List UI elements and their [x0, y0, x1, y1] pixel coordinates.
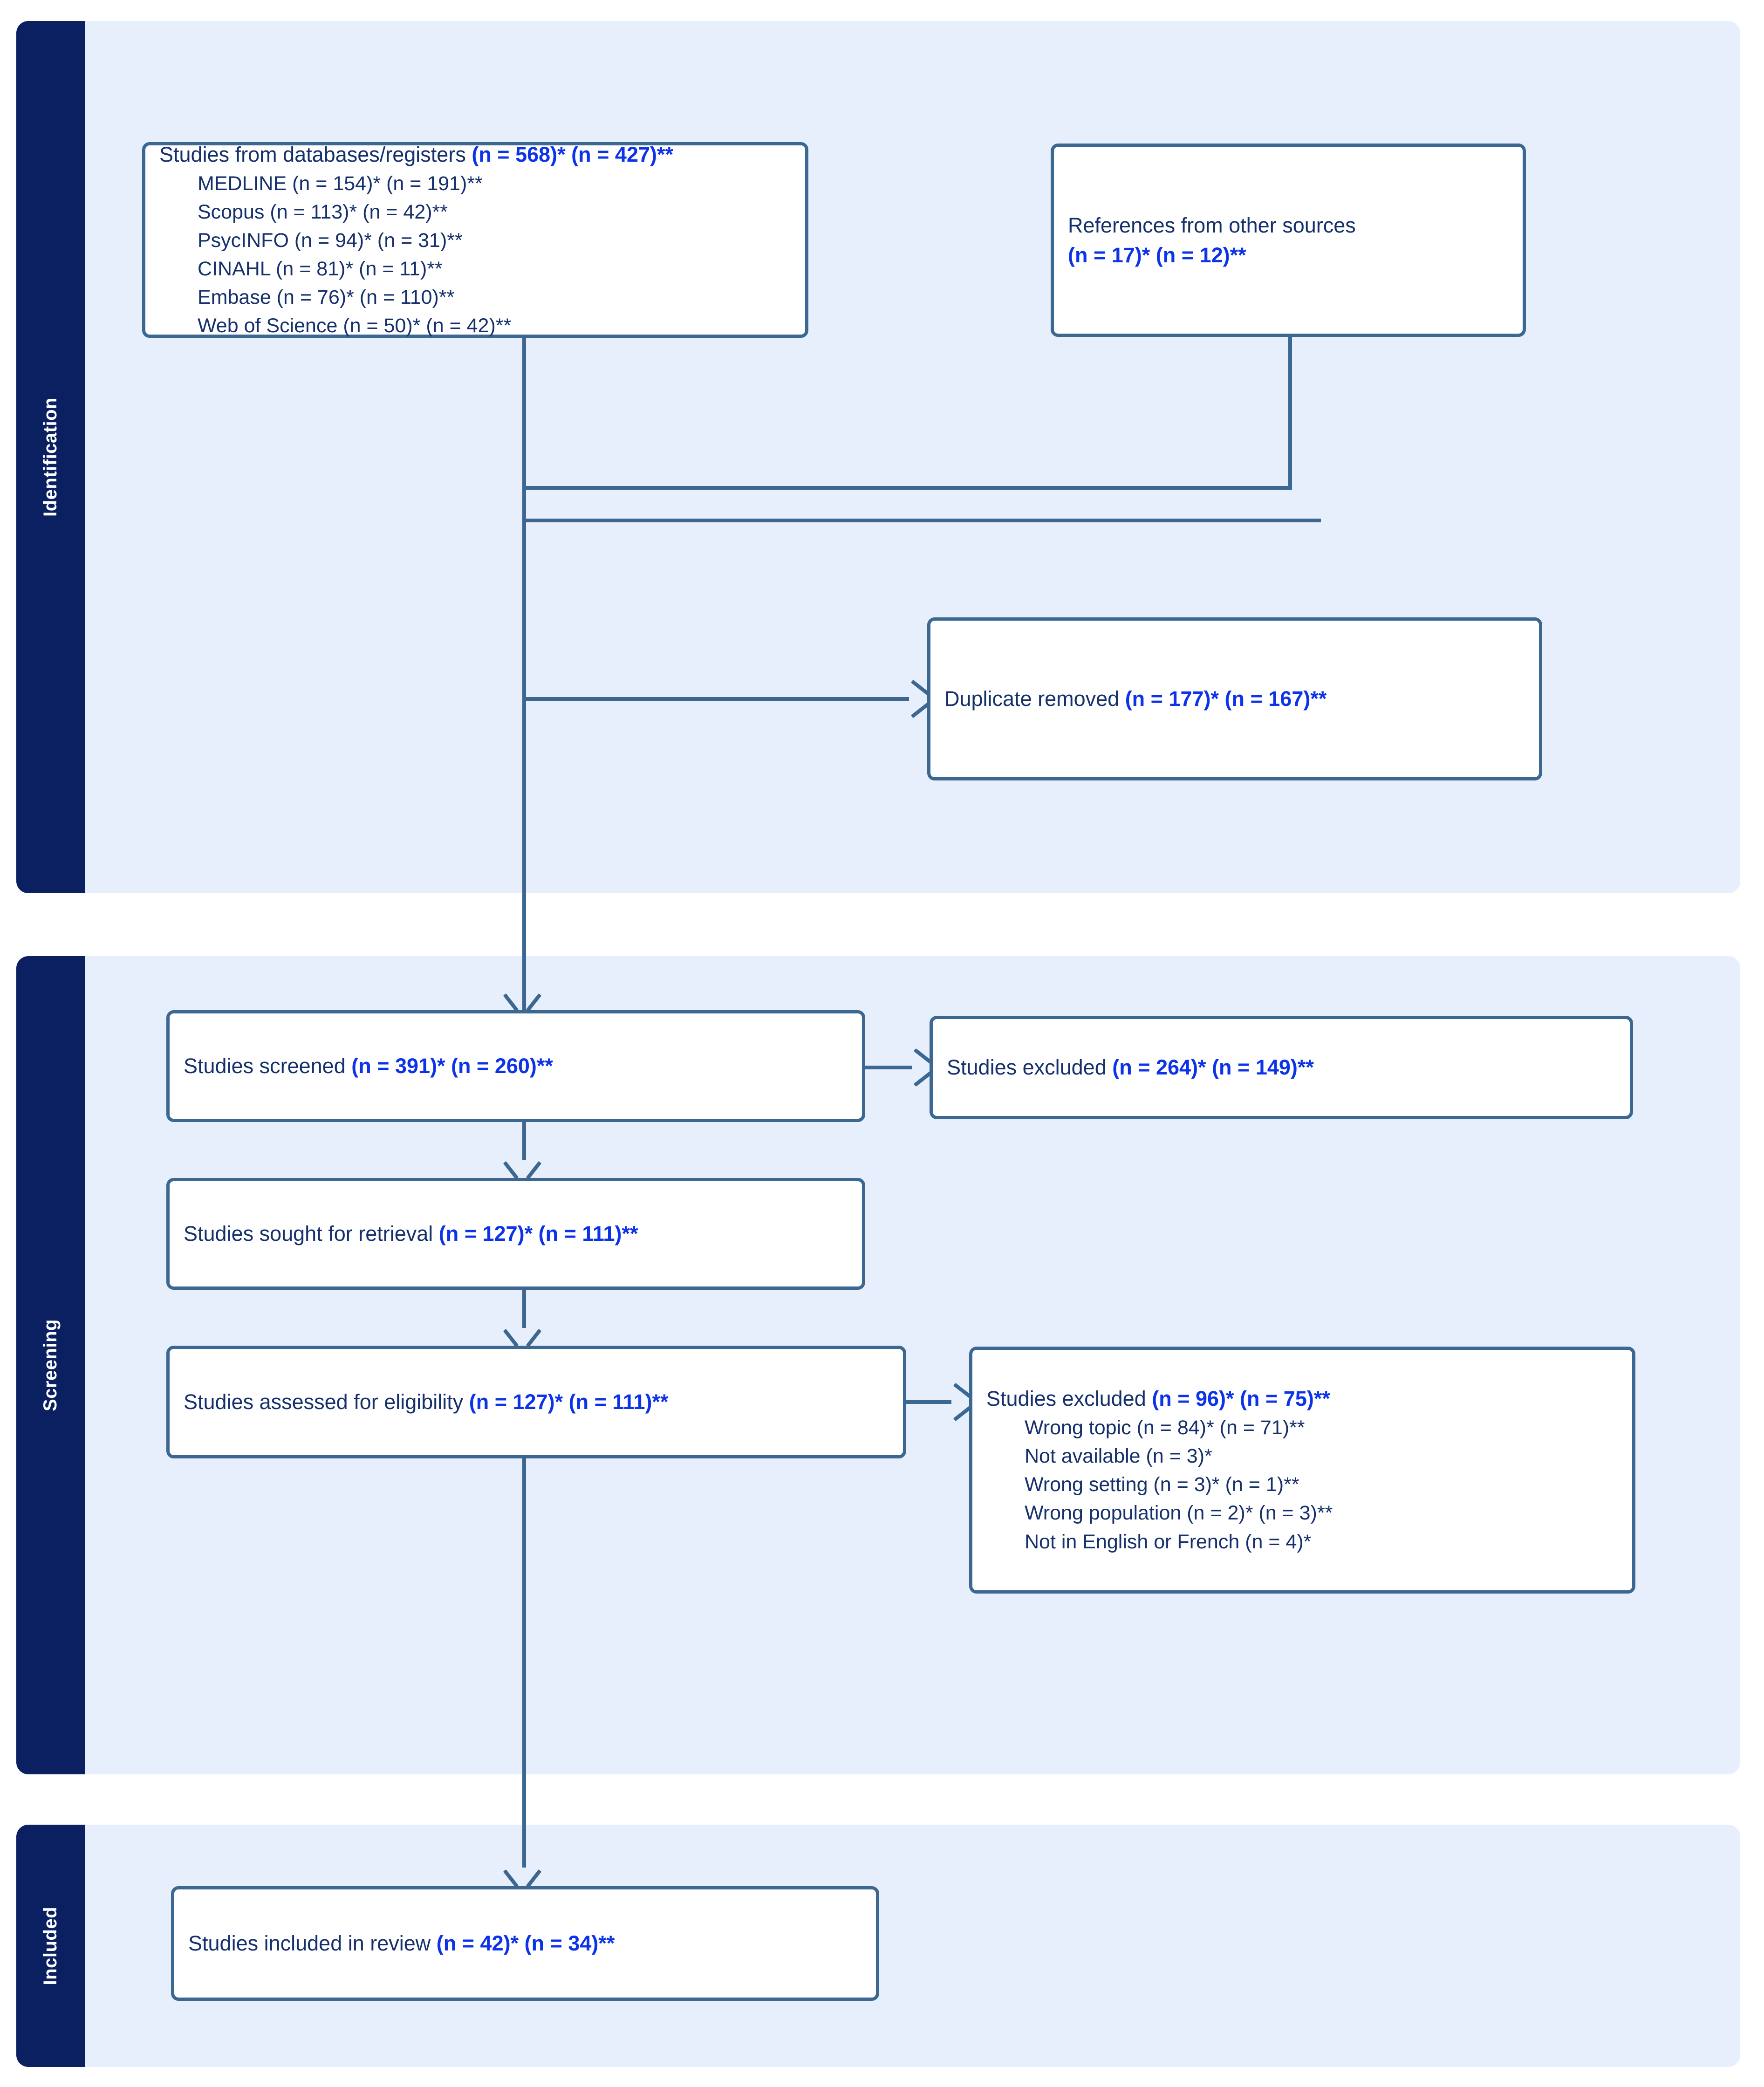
- arrowhead-to-excluded-eligibility: [951, 1382, 972, 1422]
- databases-source-scopus: Scopus (n = 113)* (n = 42)**: [198, 200, 448, 223]
- screened-count: (n = 391)* (n = 260)**: [351, 1054, 553, 1078]
- excluded-reason-wrong-population: Wrong population (n = 2)* (n = 3)**: [1025, 1502, 1333, 1525]
- excluded-reason-wrong-setting: Wrong setting (n = 3)* (n = 1)**: [1025, 1473, 1299, 1496]
- excluded-reason-wrong-topic: Wrong topic (n = 84)* (n = 71)**: [1025, 1416, 1305, 1439]
- box-studies-included-in-review: Studies included in review (n = 42)* (n …: [171, 1886, 879, 2001]
- databases-source-psycinfo: PsycINFO (n = 94)* (n = 31)**: [198, 229, 463, 252]
- connector-eligibility-to-excluded: [906, 1400, 951, 1404]
- screened-line: Studies screened (n = 391)* (n = 260)**: [184, 1051, 848, 1081]
- retrieval-line: Studies sought for retrieval (n = 127)* …: [184, 1219, 848, 1249]
- excluded-reason-not-available: Not available (n = 3)*: [1025, 1445, 1212, 1468]
- excluded-eligibility-heading-label: Studies excluded: [986, 1387, 1152, 1411]
- duplicates-line: Duplicate removed (n = 177)* (n = 167)**: [944, 684, 1525, 714]
- databases-source-embase: Embase (n = 76)* (n = 110)**: [198, 286, 455, 308]
- included-label: Studies included in review: [188, 1931, 437, 1956]
- stage-tab-screening: Screening: [16, 956, 85, 1774]
- eligibility-line: Studies assessed for eligibility (n = 12…: [184, 1387, 889, 1417]
- box-studies-excluded-screening: Studies excluded (n = 264)* (n = 149)**: [930, 1016, 1633, 1119]
- connector-screened-to-retrieval: [522, 1122, 526, 1160]
- box-duplicate-removed: Duplicate removed (n = 177)* (n = 167)**: [927, 617, 1542, 780]
- databases-heading: Studies from databases/registers (n = 56…: [159, 140, 791, 170]
- databases-source-web-of-science: Web of Science (n = 50)* (n = 42)**: [198, 315, 512, 337]
- excluded-eligibility-heading-count: (n = 96)* (n = 75)**: [1152, 1387, 1330, 1411]
- eligibility-count: (n = 127)* (n = 111)**: [469, 1390, 669, 1414]
- stage-label-identification: Identification: [40, 397, 61, 517]
- excluded-screening-count: (n = 264)* (n = 149)**: [1112, 1055, 1314, 1080]
- stage-label-screening: Screening: [40, 1319, 61, 1411]
- connector-eligibility-to-included: [522, 1458, 526, 1868]
- retrieval-count: (n = 127)* (n = 111)**: [438, 1222, 638, 1246]
- arrowhead-to-retrieval: [503, 1159, 542, 1180]
- arrowhead-to-screened: [503, 992, 542, 1012]
- databases-source-medline: MEDLINE (n = 154)* (n = 191)**: [198, 172, 483, 195]
- connector-merge-upper: [522, 486, 1292, 490]
- screened-label: Studies screened: [184, 1054, 352, 1078]
- duplicates-label: Duplicate removed: [944, 687, 1125, 711]
- connector-databases-down: [522, 338, 526, 520]
- connector-main-spine: [522, 486, 526, 1010]
- connector-merge-lower: [522, 519, 1321, 522]
- connector-to-duplicates: [522, 697, 909, 701]
- references-label: References from other sources: [1068, 213, 1356, 237]
- excluded-screening-line: Studies excluded (n = 264)* (n = 149)**: [947, 1053, 1616, 1082]
- excluded-reason-language: Not in English or French (n = 4)*: [1025, 1530, 1312, 1553]
- eligibility-label: Studies assessed for eligibility: [184, 1390, 469, 1414]
- connector-screened-to-excluded: [865, 1066, 912, 1069]
- databases-heading-count: (n = 568)* (n = 427)**: [472, 142, 674, 166]
- connector-references-down: [1288, 337, 1292, 490]
- included-count: (n = 42)* (n = 34)**: [436, 1931, 615, 1956]
- stage-label-included: Included: [40, 1906, 61, 1985]
- arrowhead-to-eligibility: [503, 1327, 542, 1348]
- arrowhead-to-excluded-screening: [912, 1048, 932, 1087]
- included-line: Studies included in review (n = 42)* (n …: [188, 1929, 862, 1958]
- databases-source-cinahl: CINAHL (n = 81)* (n = 11)**: [198, 257, 443, 280]
- arrowhead-to-duplicates: [909, 679, 930, 718]
- retrieval-label: Studies sought for retrieval: [184, 1222, 439, 1246]
- stage-tab-identification: Identification: [16, 21, 85, 893]
- stage-tab-included: Included: [16, 1825, 85, 2067]
- databases-heading-label: Studies from databases/registers: [159, 142, 472, 166]
- excluded-screening-label: Studies excluded: [947, 1055, 1113, 1080]
- box-references-other-sources: References from other sources (n = 17)* …: [1051, 144, 1526, 337]
- connector-retrieval-to-eligibility: [522, 1290, 526, 1328]
- box-studies-assessed-for-eligibility: Studies assessed for eligibility (n = 12…: [166, 1346, 906, 1458]
- box-studies-sought-for-retrieval: Studies sought for retrieval (n = 127)* …: [166, 1178, 865, 1290]
- box-studies-from-databases: Studies from databases/registers (n = 56…: [142, 142, 808, 338]
- box-studies-screened: Studies screened (n = 391)* (n = 260)**: [166, 1010, 865, 1122]
- duplicates-count: (n = 177)* (n = 167)**: [1125, 687, 1327, 711]
- box-studies-excluded-eligibility: Studies excluded (n = 96)* (n = 75)** Wr…: [969, 1347, 1635, 1594]
- references-count: (n = 17)* (n = 12)**: [1068, 243, 1246, 267]
- arrowhead-to-included: [503, 1868, 542, 1888]
- excluded-eligibility-heading: Studies excluded (n = 96)* (n = 75)**: [986, 1384, 1618, 1414]
